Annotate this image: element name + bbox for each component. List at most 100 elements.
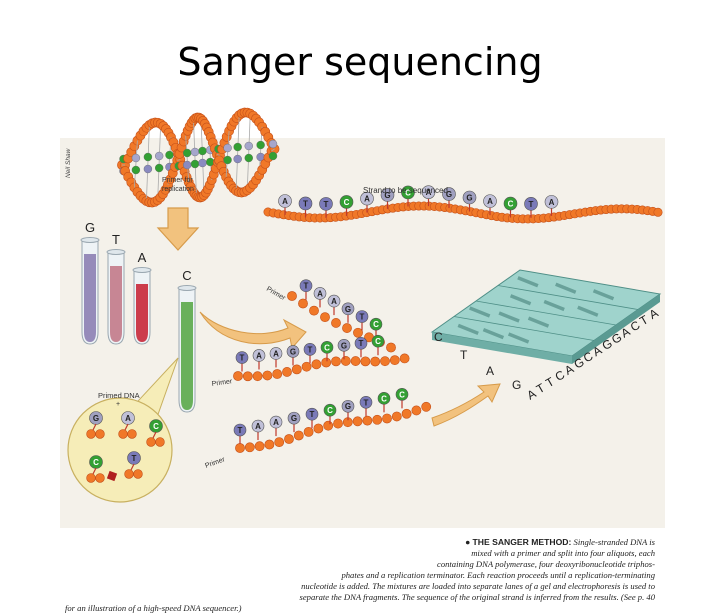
gel-band bbox=[509, 294, 532, 306]
caption-line: containing DNA polymerase, four deoxyrib… bbox=[437, 559, 655, 569]
base-letter: A bbox=[256, 351, 262, 360]
backbone-bead bbox=[301, 361, 312, 372]
backbone-bead bbox=[362, 415, 373, 426]
backbone-bead bbox=[331, 318, 341, 328]
backbone-bead bbox=[653, 207, 663, 217]
base-letter: T bbox=[238, 426, 243, 435]
slide-title: Sanger sequencing bbox=[177, 40, 543, 84]
primer-for-replication-label-2: replication bbox=[162, 186, 194, 193]
caption-line: Single-stranded DNA is bbox=[573, 537, 655, 547]
base-pair-rung bbox=[271, 148, 275, 152]
base-letter: C bbox=[405, 188, 411, 197]
caption-bullet: ● bbox=[465, 537, 471, 547]
backbone-bead bbox=[233, 371, 243, 381]
base-letter: A bbox=[331, 297, 337, 306]
base-pair-rung bbox=[225, 131, 230, 177]
base-t bbox=[235, 351, 249, 364]
base-pair-rung bbox=[216, 153, 221, 157]
paired-base bbox=[131, 153, 141, 163]
base-pair-rung bbox=[146, 124, 150, 202]
base-letter: C bbox=[381, 394, 387, 403]
backbone-bead bbox=[262, 370, 273, 381]
backbone-bead bbox=[133, 469, 143, 479]
base-letter: C bbox=[508, 200, 514, 209]
primed-dna-callout bbox=[67, 397, 173, 503]
curved-arrow-icon bbox=[199, 311, 307, 350]
paired-base bbox=[190, 147, 200, 157]
backbone-bead bbox=[382, 413, 392, 424]
base-letter: G bbox=[290, 347, 296, 356]
base-t bbox=[305, 407, 319, 421]
arrow-to-gel-icon bbox=[431, 383, 501, 427]
backbone-bead bbox=[333, 418, 343, 429]
base-a bbox=[252, 349, 266, 362]
base-t bbox=[355, 310, 369, 323]
backbone-bead bbox=[146, 437, 156, 447]
base-letter: C bbox=[324, 343, 330, 352]
gel-band bbox=[555, 282, 577, 294]
paired-base bbox=[198, 158, 207, 168]
base-t bbox=[298, 196, 313, 211]
base-t bbox=[359, 395, 373, 409]
base-a bbox=[421, 185, 436, 199]
base-c bbox=[503, 196, 518, 211]
base-pair-rung bbox=[185, 135, 190, 183]
base-letter: A bbox=[364, 195, 370, 204]
backbone-bead bbox=[291, 364, 302, 375]
base-pair-rung bbox=[193, 120, 197, 196]
paired-base bbox=[268, 151, 278, 161]
base-pair-rung bbox=[235, 115, 240, 191]
backbone-bead bbox=[86, 429, 96, 439]
caption-line: separate the DNA fragments. The sequence… bbox=[299, 592, 656, 602]
base-t bbox=[354, 336, 368, 350]
base-letter: T bbox=[529, 200, 534, 209]
backbone-bead bbox=[284, 434, 294, 444]
backbone-bead bbox=[401, 408, 412, 419]
paired-base bbox=[154, 163, 164, 173]
backbone-bead bbox=[155, 437, 165, 447]
backbone-bead bbox=[86, 473, 96, 483]
tube-label: A bbox=[138, 250, 147, 265]
gel-band bbox=[457, 323, 479, 335]
backbone-bead bbox=[421, 401, 432, 412]
paired-base bbox=[143, 152, 153, 162]
caption-line: nucleotide is added. The mixtures are lo… bbox=[301, 581, 655, 591]
gel-lane-divider bbox=[453, 316, 595, 341]
base-letter: T bbox=[240, 354, 245, 363]
gel-side-front bbox=[432, 332, 572, 364]
base-letter: A bbox=[282, 197, 288, 206]
primer-label-1: Primer bbox=[265, 286, 287, 303]
base-letter: T bbox=[310, 410, 315, 419]
base-c bbox=[371, 334, 385, 348]
gel-band bbox=[543, 299, 565, 312]
base-letter: C bbox=[375, 337, 381, 346]
backbone-bead bbox=[360, 356, 371, 367]
backbone-bead bbox=[323, 420, 334, 431]
base-pair-rung bbox=[134, 140, 138, 188]
backbone-bead bbox=[372, 414, 383, 425]
tube-liquid bbox=[136, 284, 148, 342]
base-g bbox=[442, 187, 456, 201]
base-a bbox=[483, 194, 497, 208]
base-t bbox=[303, 343, 317, 356]
backbone-bead bbox=[342, 323, 352, 333]
base-letter: T bbox=[360, 313, 365, 322]
base-letter: T bbox=[359, 339, 364, 348]
gel-lane-label: T bbox=[460, 348, 468, 362]
paired-base bbox=[244, 153, 253, 163]
base-letter: G bbox=[384, 191, 390, 200]
gel-lane-divider bbox=[497, 285, 639, 310]
paired-base bbox=[244, 141, 253, 151]
base-letter: A bbox=[255, 422, 261, 431]
base-letter: T bbox=[308, 345, 313, 354]
primer-label-3: Primer bbox=[204, 456, 226, 470]
backbone-bead bbox=[311, 359, 322, 370]
paired-base bbox=[256, 140, 265, 150]
base-letter: G bbox=[291, 414, 297, 423]
base-c bbox=[320, 341, 334, 354]
paired-base bbox=[131, 165, 141, 175]
tube-liquid bbox=[181, 302, 193, 410]
tube-label: T bbox=[112, 232, 120, 247]
backbone-bead bbox=[399, 353, 410, 364]
